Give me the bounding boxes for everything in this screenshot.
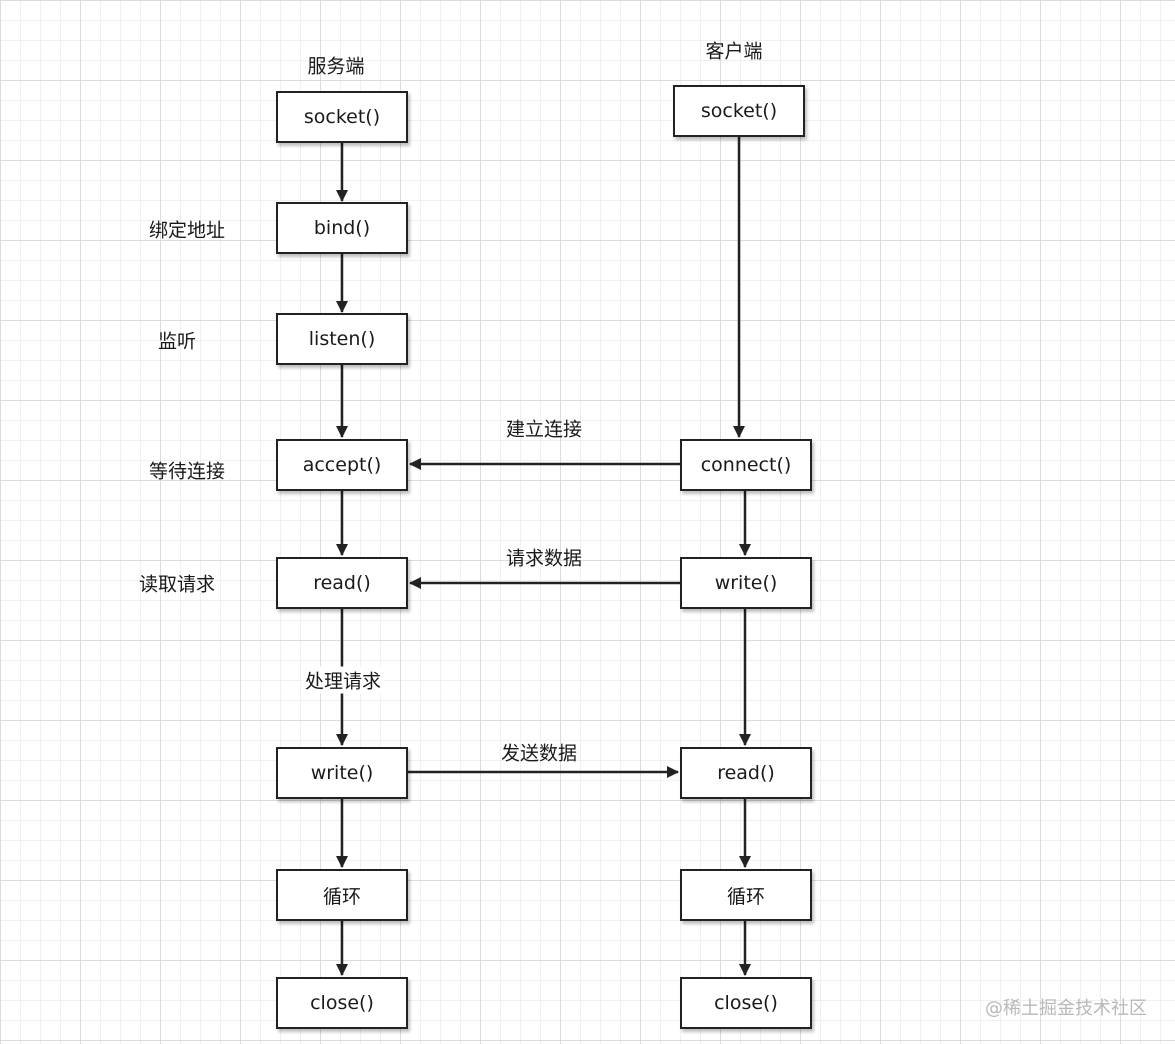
client-write-box: write()	[680, 557, 812, 609]
watermark: @稀土掘金技术社区	[985, 998, 1147, 1019]
client-loop-box: 循环	[680, 869, 812, 921]
client-read-box: read()	[680, 747, 812, 799]
server-accept-box: accept()	[276, 439, 408, 491]
server-read-box: read()	[276, 557, 408, 609]
server-close-box: close()	[276, 977, 408, 1029]
client-connect-box: connect()	[680, 439, 812, 491]
side-label-bind: 绑定地址	[148, 219, 226, 242]
side-label-accept: 等待连接	[148, 460, 226, 483]
edge-label-send: 发送数据	[500, 742, 578, 765]
client-socket-box: socket()	[673, 85, 805, 137]
edge-label-connect: 建立连接	[505, 418, 583, 441]
server-loop-box: 循环	[276, 869, 408, 921]
side-label-listen: 监听	[157, 330, 197, 353]
server-bind-box: bind()	[276, 202, 408, 254]
edge-label-request: 请求数据	[505, 547, 583, 570]
side-label-read: 读取请求	[138, 573, 216, 596]
server-write-box: write()	[276, 747, 408, 799]
server-listen-box: listen()	[276, 313, 408, 365]
server-header: 服务端	[307, 55, 365, 78]
client-close-box: close()	[680, 977, 812, 1029]
server-socket-box: socket()	[276, 91, 408, 143]
edge-label-process: 处理请求	[302, 666, 384, 694]
client-header: 客户端	[705, 40, 763, 63]
